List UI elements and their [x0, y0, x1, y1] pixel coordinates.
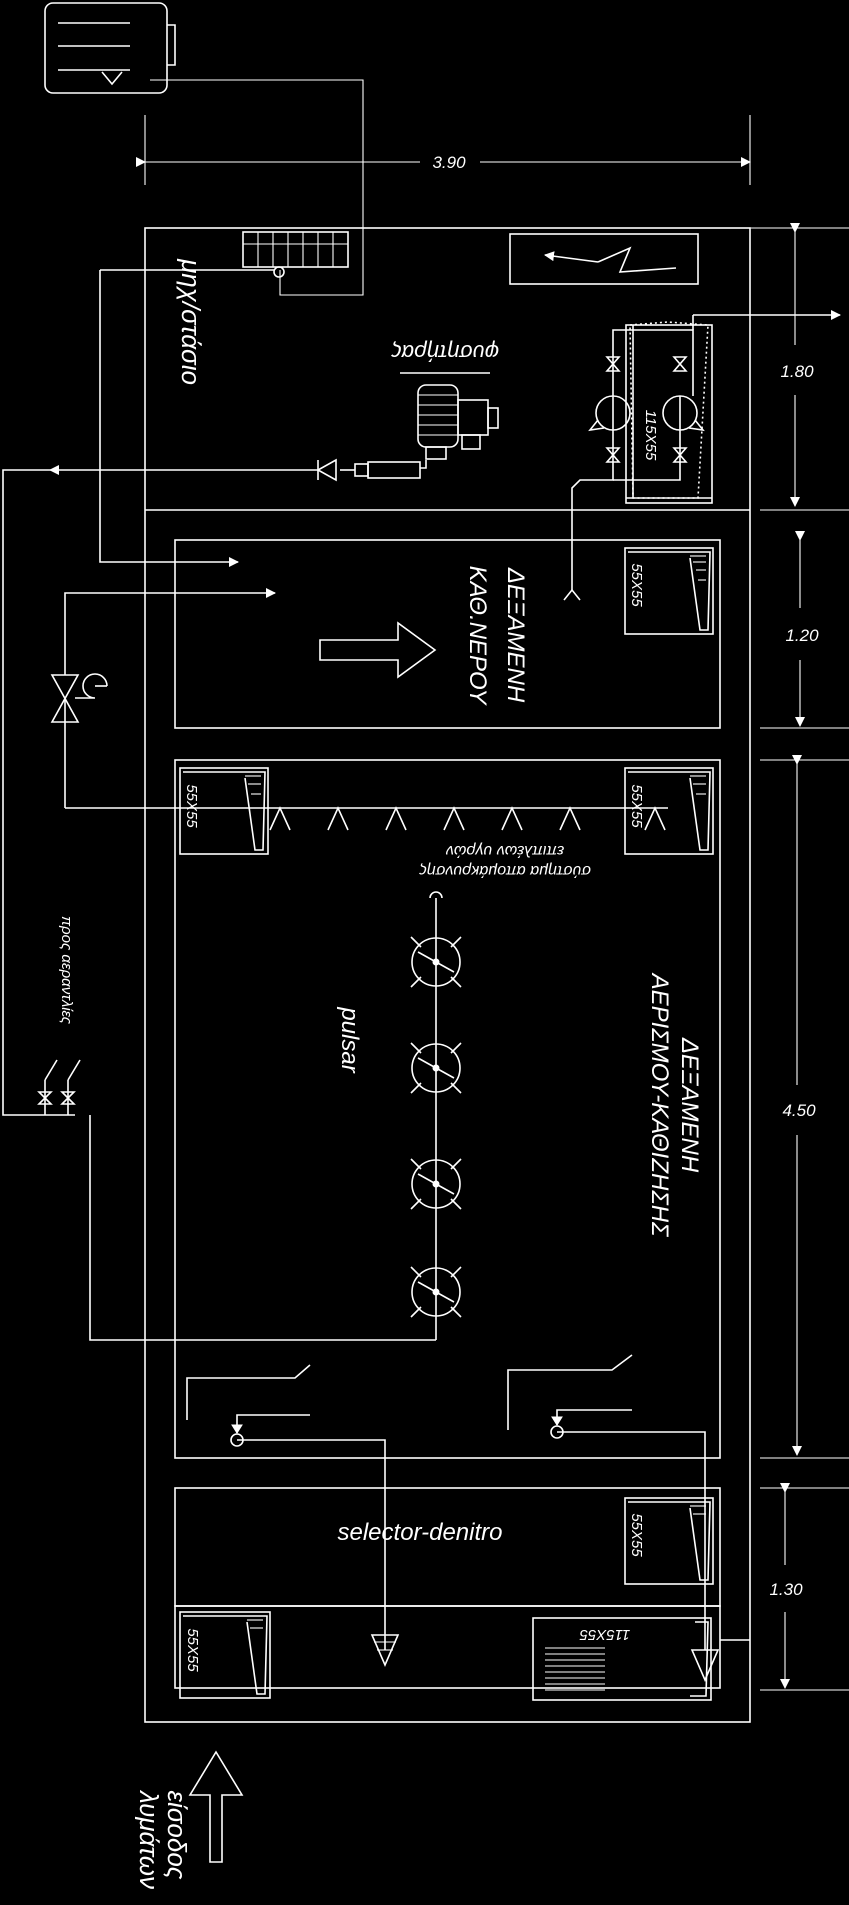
pump-icon — [588, 395, 631, 432]
blower-label: φυσητήρας — [391, 340, 500, 365]
airlift-left — [186, 1364, 400, 1668]
dimension-width-label: 3.90 — [432, 153, 466, 172]
air-valve-icons — [37, 1059, 81, 1115]
silencer — [367, 461, 421, 479]
screen-grate — [532, 1617, 712, 1701]
diffuser-icon — [410, 936, 462, 988]
pump-pit — [625, 321, 713, 504]
inlet-channel — [174, 1605, 721, 1689]
diffuser-icon — [410, 1158, 462, 1210]
manhole-aeration-right — [624, 767, 714, 855]
inlet-label-1: είσοδος — [162, 1791, 192, 1880]
blower-icon — [417, 384, 499, 460]
control-panel — [44, 2, 176, 94]
to-air-pumps-label: προς αεραντλίες — [58, 916, 75, 1025]
manhole-clean-size: 55X55 — [628, 563, 645, 607]
flow-arrow-icon — [319, 621, 437, 679]
dimension-h3-label: 4.50 — [782, 1101, 816, 1120]
feed-pipe — [99, 270, 239, 567]
manhole-aeration-left — [179, 767, 269, 855]
manhole-clean — [624, 547, 714, 635]
pulsar-air-pipe — [89, 1115, 436, 1341]
air-line-left — [2, 469, 75, 1116]
switchboard — [242, 231, 349, 278]
inlet-label-2: λυμάτων — [134, 1789, 164, 1889]
airlift-right — [507, 1354, 720, 1683]
check-valve-icon — [316, 458, 337, 482]
manhole-selector — [624, 1497, 714, 1585]
dimension-h4-label: 1.30 — [769, 1580, 803, 1599]
manhole-selector-size: 55X55 — [628, 1513, 645, 1557]
clean-tank-title-2: ΚΑΘ.ΝΕΡΟΥ — [464, 566, 491, 707]
valve-icon — [605, 356, 688, 463]
spray-system-label-1: σύστημα απομάκρυνσης — [419, 862, 591, 879]
spray-nozzle-icons — [269, 806, 666, 831]
manhole-bottom-left — [179, 1611, 271, 1699]
pump-pit-size: 115X55 — [642, 410, 659, 461]
machine-room-label: μηχ/στάσιο — [176, 258, 206, 385]
return-pipe — [64, 588, 276, 675]
spray-system-label-2: επιπλέων υγρών — [446, 842, 564, 859]
control-valve-icon — [50, 673, 108, 723]
pump-icon — [662, 395, 705, 432]
aeration-tank — [174, 759, 721, 1459]
pump-suction-pipe — [571, 430, 614, 590]
dimension-chain: 1.80 1.20 4.50 1.30 — [750, 223, 849, 1691]
control-cable — [150, 79, 364, 296]
dimension-width: 3.90 — [136, 115, 751, 185]
pulsar-label: pulsar — [336, 1006, 363, 1073]
selector-label: selector-denitro — [338, 1519, 503, 1546]
manhole-bottom-left-size: 55X55 — [184, 1628, 201, 1672]
dimension-h1-label: 1.80 — [780, 362, 814, 381]
clean-tank-title-1: ΔΕΞΑΜΕΝΗ — [502, 567, 529, 703]
screen-grate-size: 115X55 — [579, 1626, 630, 1643]
clean-water-tank — [174, 539, 721, 729]
outer-wall — [144, 227, 751, 1723]
inlet-arrow-icon — [188, 1750, 244, 1863]
diffuser-icon — [410, 1266, 462, 1318]
diffuser-icon — [410, 1042, 462, 1094]
manhole-aeration-left-size: 55X55 — [183, 784, 200, 828]
aeration-title-1: ΔΕΞΑΜΕΝΗ — [676, 1037, 703, 1173]
manhole-aeration-right-size: 55X55 — [628, 784, 645, 828]
aeration-title-2: ΑΕΡΙΣΜΟΥ-ΚΑΘΙΖΗΣΗΣ — [646, 972, 673, 1238]
alarm-box — [509, 233, 699, 285]
dimension-h2-label: 1.20 — [785, 626, 819, 645]
